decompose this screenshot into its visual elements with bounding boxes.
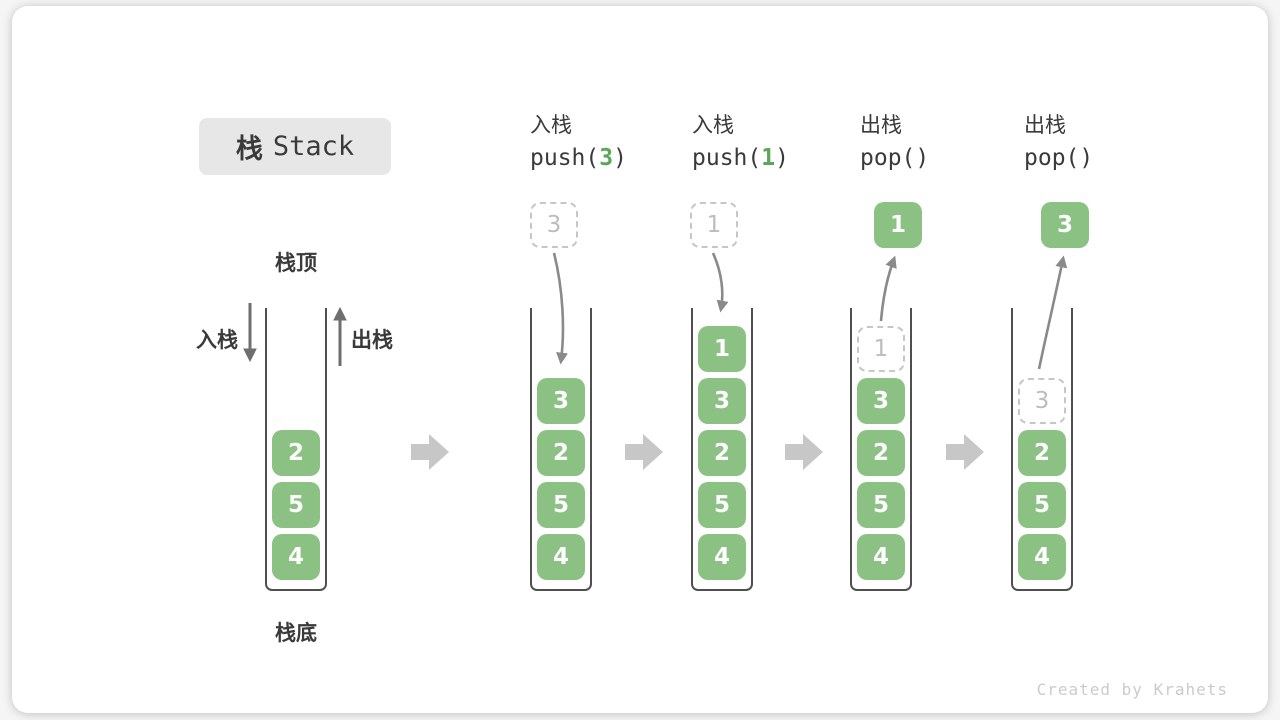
code-post: ) bbox=[915, 145, 930, 171]
popped-value-box: 1 bbox=[874, 202, 922, 248]
code-post: ) bbox=[613, 145, 627, 171]
op-code: push(3) bbox=[530, 140, 627, 176]
stack-item: 2 bbox=[698, 430, 746, 476]
stack-item: 1 bbox=[698, 326, 746, 372]
op-label: 出栈 bbox=[860, 113, 902, 137]
op-label: 入栈 bbox=[692, 113, 734, 137]
op-header-push-1: 入栈 push(1) bbox=[692, 110, 789, 176]
stack-item: 2 bbox=[537, 430, 585, 476]
title-zh: 栈 bbox=[235, 134, 263, 165]
stack-item: 4 bbox=[857, 534, 905, 580]
code-post: ) bbox=[1079, 145, 1094, 171]
state-transition-arrow bbox=[625, 434, 663, 470]
code-arg: 1 bbox=[761, 145, 776, 171]
stack-item: 4 bbox=[272, 534, 320, 580]
code-pre: pop( bbox=[860, 145, 916, 171]
stack-item: 4 bbox=[1018, 534, 1066, 580]
stack-item: 5 bbox=[698, 482, 746, 528]
op-header-pop-3: 出栈 pop() bbox=[1024, 110, 1093, 176]
code-arg: 3 bbox=[599, 145, 614, 171]
stack-item: 2 bbox=[1018, 430, 1066, 476]
stack-item: 2 bbox=[272, 430, 320, 476]
stack-item: 5 bbox=[537, 482, 585, 528]
code-post: ) bbox=[775, 145, 789, 171]
op-code: push(1) bbox=[692, 140, 789, 176]
diagram-title: 栈 Stack bbox=[199, 118, 391, 175]
stack-item: 5 bbox=[272, 482, 320, 528]
removed-slot-ghost: 1 bbox=[857, 326, 905, 372]
stack-item: 5 bbox=[857, 482, 905, 528]
stack-top-label: 栈顶 bbox=[275, 251, 317, 275]
push-1-arrow bbox=[711, 252, 729, 313]
code-pre: push( bbox=[692, 145, 762, 171]
incoming-value-ghost: 3 bbox=[530, 202, 578, 248]
stack-item: 3 bbox=[537, 378, 585, 424]
stack-item: 5 bbox=[1018, 482, 1066, 528]
stack-item: 4 bbox=[537, 534, 585, 580]
state-transition-arrow bbox=[411, 434, 449, 470]
op-code: pop() bbox=[860, 140, 929, 176]
incoming-value-ghost: 1 bbox=[690, 202, 738, 248]
popped-value-box: 3 bbox=[1041, 202, 1089, 248]
op-label: 入栈 bbox=[530, 113, 572, 137]
diagram-card: 栈 Stack 入栈 push(3) 入栈 push(1) 出栈 pop() 出… bbox=[12, 6, 1268, 713]
op-header-push-3: 入栈 push(3) bbox=[530, 110, 627, 176]
title-en: Stack bbox=[272, 131, 355, 162]
pop-side-label: 出栈 bbox=[351, 328, 393, 352]
op-header-pop-1: 出栈 pop() bbox=[860, 110, 929, 176]
stack-item: 3 bbox=[698, 378, 746, 424]
op-label: 出栈 bbox=[1024, 113, 1066, 137]
state-transition-arrow bbox=[785, 434, 823, 470]
code-pre: pop( bbox=[1024, 145, 1080, 171]
watermark: Created by Krahets bbox=[1036, 680, 1228, 699]
stack-bottom-label: 栈底 bbox=[275, 621, 317, 645]
code-pre: push( bbox=[530, 145, 600, 171]
stack-item: 2 bbox=[857, 430, 905, 476]
op-code: pop() bbox=[1024, 140, 1093, 176]
stack-item: 3 bbox=[857, 378, 905, 424]
state-transition-arrow bbox=[946, 434, 984, 470]
removed-slot-ghost: 3 bbox=[1018, 378, 1066, 424]
push-side-label: 入栈 bbox=[196, 328, 238, 352]
stack-item: 4 bbox=[698, 534, 746, 580]
